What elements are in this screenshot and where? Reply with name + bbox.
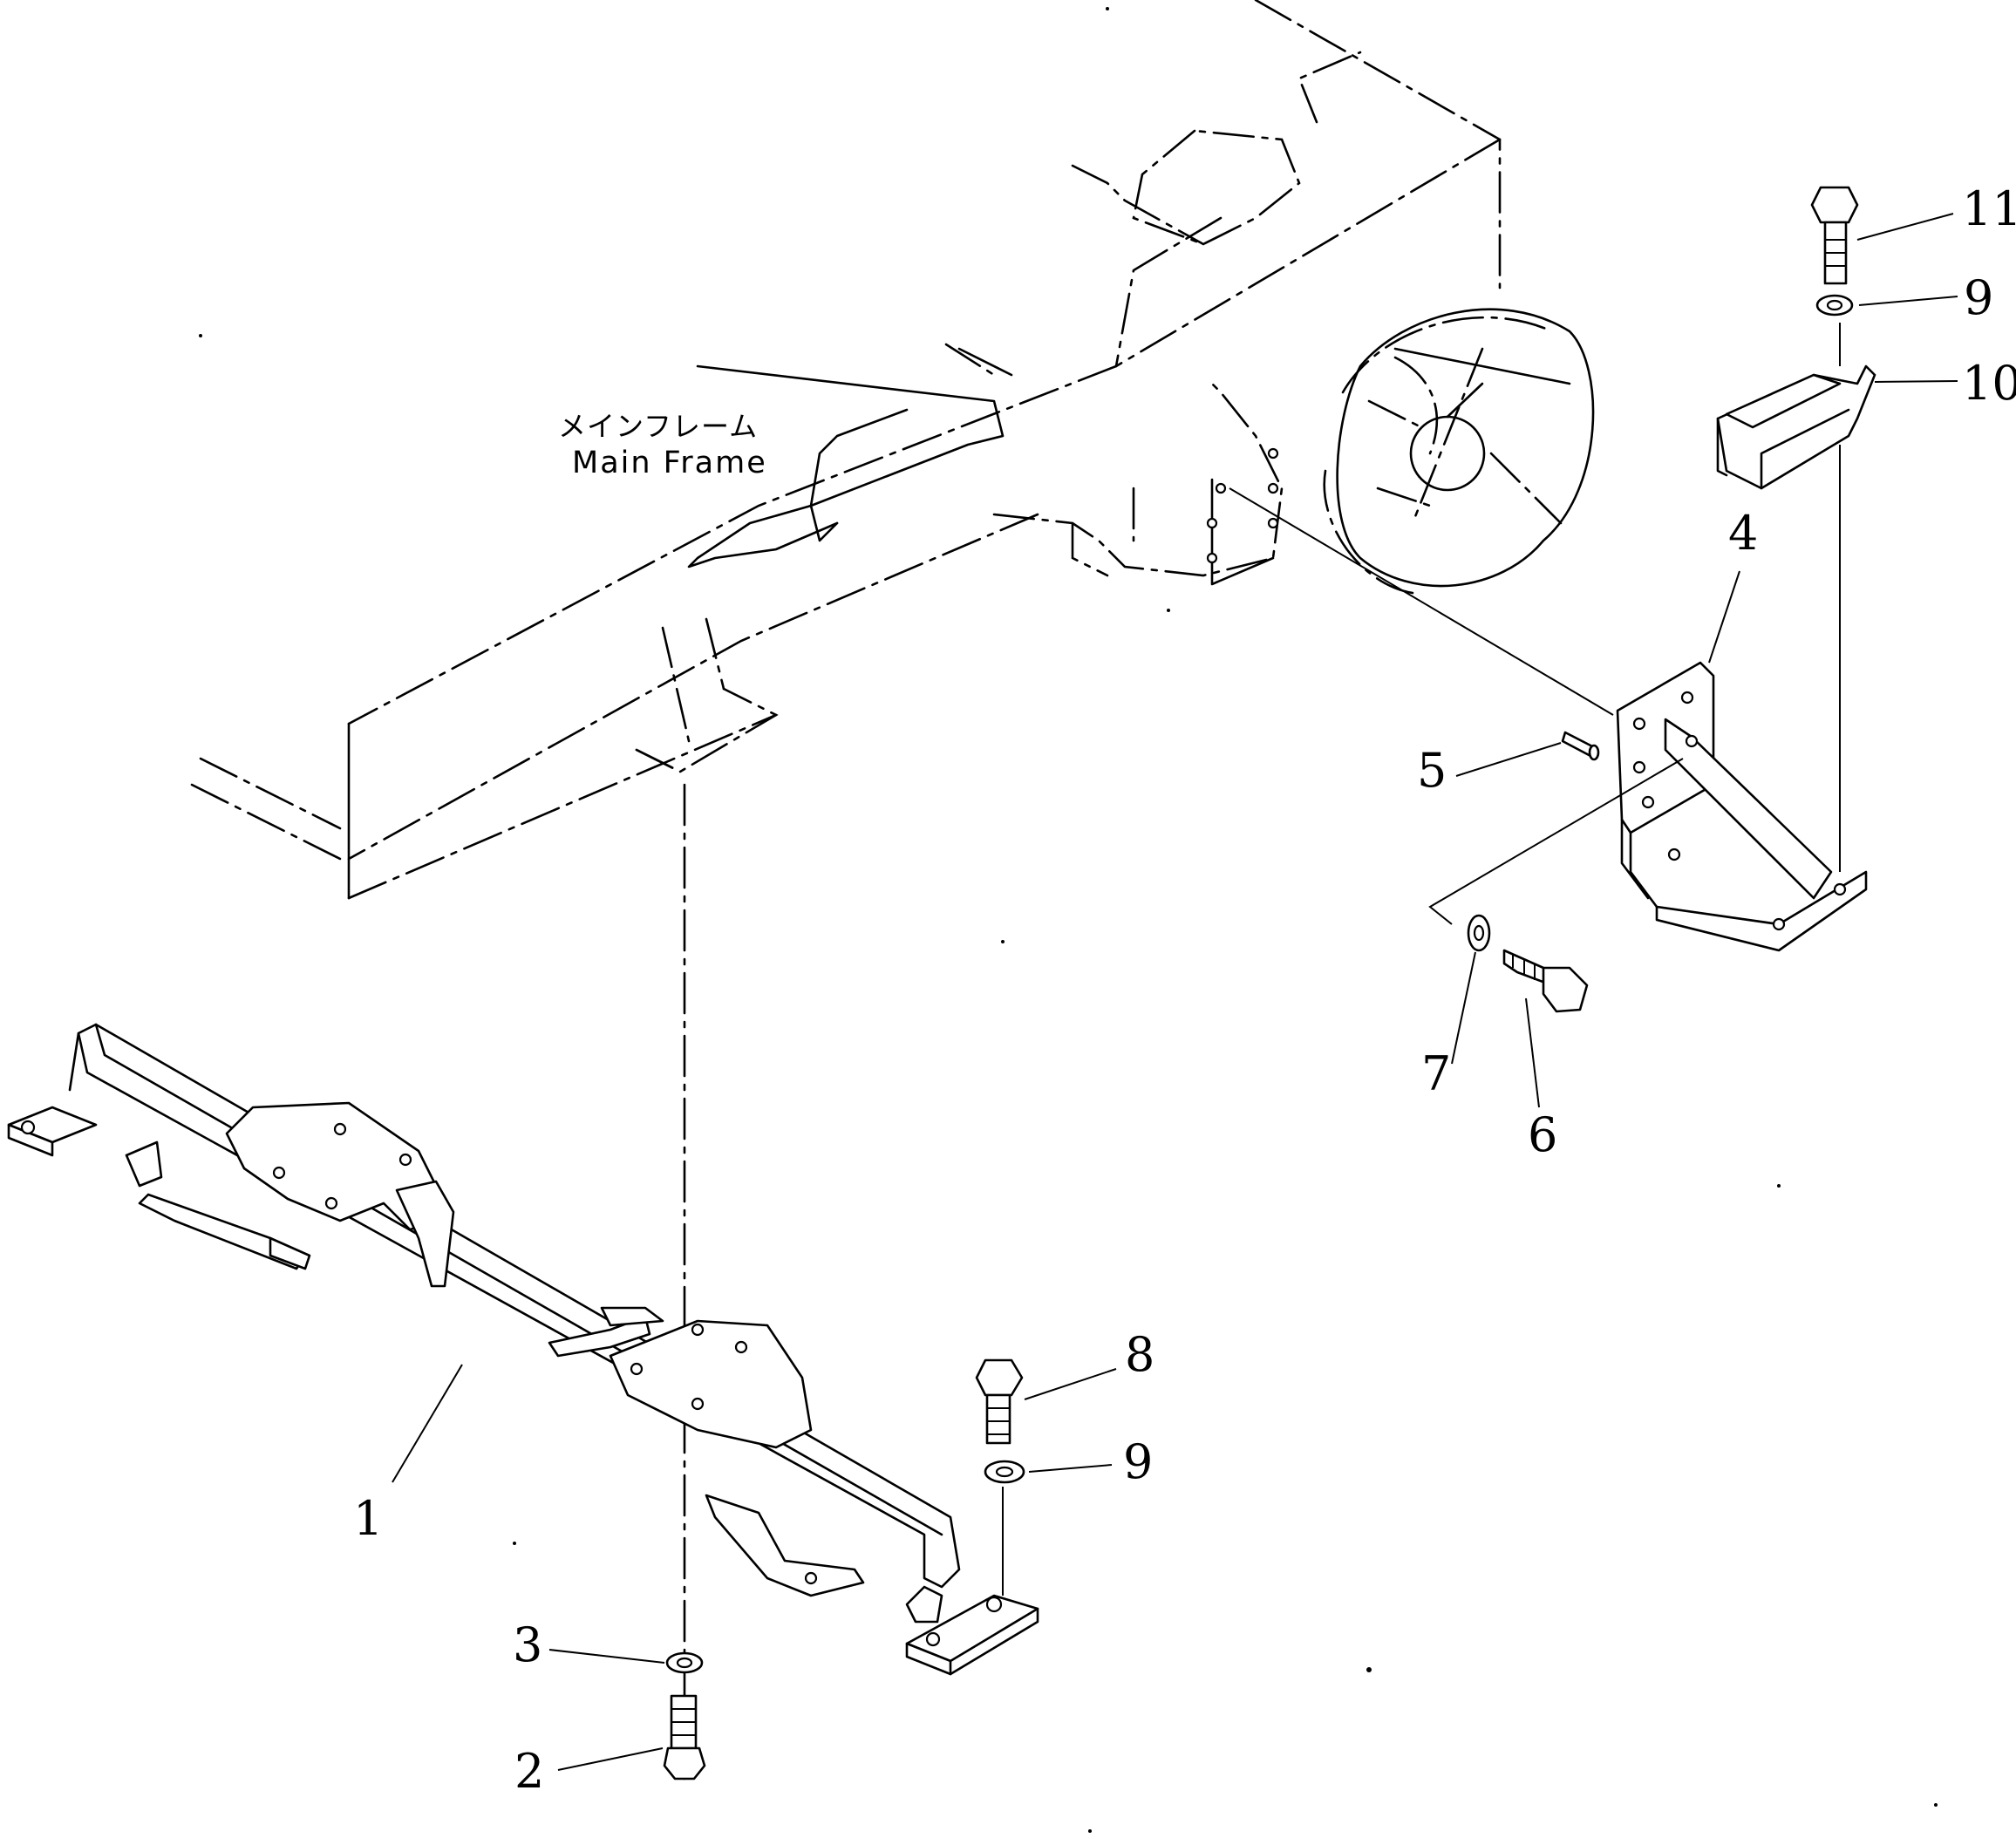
callout-part-5: 5 [1417,743,1447,798]
callout-part-1: 1 [353,1491,383,1546]
washer-part-7 [1451,914,1491,1065]
callout-part-10: 10 [1962,356,2016,411]
washer-part-9-upper [1815,294,1958,317]
bracket-part-4 [1428,570,1868,952]
main-frame-label-en: Main Frame [572,446,767,480]
callout-part-4: 4 [1728,506,1758,561]
bolt-part-2 [557,1694,706,1780]
callout-part-2: 2 [514,1744,544,1799]
washer-part-3 [548,1649,704,1674]
pin-part-5 [1455,731,1600,777]
bolt-part-6 [1502,949,1589,1108]
callout-part-8: 8 [1125,1327,1154,1382]
bolt-part-8 [975,1358,1117,1445]
main-frame-label-jp: メインフレーム [558,410,758,443]
bolt-part-11 [1810,186,1954,285]
callout-part-9-upper: 9 [1964,270,1993,325]
main-frame-label: メインフレーム Main Frame [558,410,767,480]
scan-specks [199,7,1938,1833]
clip-part-10 [1716,323,1958,872]
main-frame-outline [190,0,1614,1780]
callout-part-3: 3 [513,1617,542,1672]
callout-part-7: 7 [1421,1046,1451,1101]
callout-part-6: 6 [1528,1107,1557,1162]
callout-part-9-lower: 9 [1123,1434,1153,1489]
cross-member-part-1 [7,1023,1039,1676]
callout-part-11: 11 [1962,181,2016,236]
callout-labels: 1 2 3 4 5 6 7 8 9 9 10 11 [353,181,2016,1799]
washer-part-9-lower [984,1460,1113,1596]
